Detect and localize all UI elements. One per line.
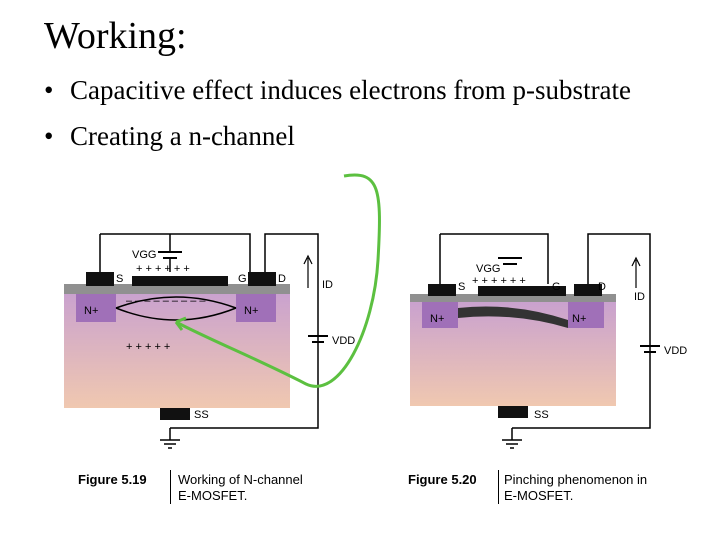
drain-contact <box>574 284 602 296</box>
n-right-label: N+ <box>572 313 586 325</box>
bullet-dot: • <box>44 121 54 151</box>
id-arrowhead <box>303 254 313 265</box>
id-arrowhead <box>631 256 641 267</box>
mosfet-diagram: VGG S + + + + + + G D ID VDD N+ N+ – – –… <box>64 233 355 449</box>
n-plus-right <box>236 294 276 322</box>
gate-wire <box>440 233 549 284</box>
vdd-label: VDD <box>664 345 687 357</box>
substrate-contact <box>498 406 528 418</box>
gate-contact <box>478 286 566 296</box>
g-label: G <box>552 281 561 293</box>
n-right-label: N+ <box>244 305 258 317</box>
bullet-item: • Creating a n-channel <box>44 120 684 152</box>
p-charges: + + + + + <box>126 341 170 353</box>
mosfet-diagram: VGG S + + + + + + G D ID VDD N+ N+ SS <box>410 233 687 449</box>
caption-line1: Pinching phenomenon in <box>504 472 648 487</box>
vdd-label: VDD <box>332 335 355 347</box>
gate-contact <box>132 276 228 286</box>
ground-icon <box>502 439 522 449</box>
figure-emosfet-working: VGG S + + + + + + G D ID VDD N+ N+ – – –… <box>40 228 370 528</box>
source-contact <box>428 284 456 296</box>
caption-line2: E-MOSFET. <box>178 488 248 503</box>
ss-label: SS <box>534 409 549 421</box>
vgg-label: VGG <box>476 263 500 275</box>
ss-label: SS <box>194 409 209 421</box>
s-label: S <box>116 273 123 285</box>
figure-emosfet-pinching: VGG S + + + + + + G D ID VDD N+ N+ SS Fi… <box>388 228 710 528</box>
d-label: D <box>598 281 606 293</box>
caption-line2: E-MOSFET. <box>504 488 574 503</box>
vdd-battery-icon <box>308 335 328 343</box>
drain-wire <box>512 233 651 429</box>
vgg-label: VGG <box>132 249 156 261</box>
channel-curve <box>115 296 237 309</box>
caption-divider <box>498 470 499 504</box>
source-contact <box>86 272 114 286</box>
vdd-battery-icon <box>640 345 660 353</box>
ground-icon <box>160 439 180 449</box>
drain-contact <box>248 272 276 286</box>
n-plus-left <box>422 302 458 328</box>
caption-divider <box>170 470 171 504</box>
figure-number: Figure 5.20 <box>408 472 477 487</box>
n-plus-left <box>76 294 116 322</box>
bullet-text: Creating a n-channel <box>70 121 295 151</box>
slide-title: Working: <box>44 15 187 57</box>
plus-charges: + + + + + + <box>136 263 190 275</box>
caption-line1: Working of N-channel <box>178 472 303 487</box>
n-left-label: N+ <box>430 313 444 325</box>
channel-curve-lower <box>115 307 237 321</box>
bullet-text: Capacitive effect induces electrons from… <box>70 75 632 105</box>
annotation-arrow-line <box>175 173 381 388</box>
drain-wire <box>170 233 319 429</box>
d-label: D <box>278 273 286 285</box>
figure-number: Figure 5.19 <box>78 472 147 487</box>
n-plus-right <box>568 302 604 328</box>
n-left-label: N+ <box>84 305 98 317</box>
bullet-list: • Capacitive effect induces electrons fro… <box>44 74 684 166</box>
pinched-channel <box>458 306 568 328</box>
s-label: S <box>458 281 465 293</box>
oxide-layer <box>410 294 616 302</box>
substrate-contact <box>160 408 190 420</box>
id-label: ID <box>322 279 333 291</box>
annotation-arrowhead-icon <box>174 316 187 331</box>
id-label: ID <box>634 291 645 303</box>
g-label: G <box>238 273 247 285</box>
vgg-battery-icon <box>498 257 522 265</box>
minus-charges: – – – – – – – – – <box>126 295 206 307</box>
plus-charges: + + + + + + <box>472 275 526 287</box>
gate-wire <box>100 233 251 272</box>
bullet-dot: • <box>44 75 54 105</box>
bullet-item: • Capacitive effect induces electrons fro… <box>44 74 684 106</box>
oxide-layer <box>64 284 290 294</box>
